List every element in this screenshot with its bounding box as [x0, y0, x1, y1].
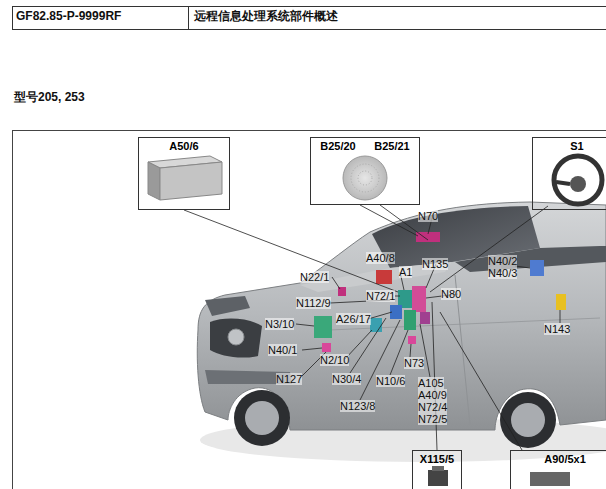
callout-box: A90/5x1: [510, 450, 606, 489]
part-callout: A40/8: [366, 252, 395, 264]
part-callout: N22/1: [300, 271, 329, 283]
part-callout: N123/8: [340, 400, 375, 412]
part-callout: N80: [441, 288, 461, 300]
box-title: A90/5x1: [544, 453, 586, 466]
box-header: S1: [533, 138, 606, 153]
part-callout: N135: [422, 258, 448, 270]
box-title: B25/20: [320, 140, 355, 153]
antenna-icon: [530, 472, 570, 486]
part-callout: N40/1: [268, 344, 297, 356]
car-illustration: [197, 202, 606, 462]
part-callout: N2/10: [320, 354, 349, 366]
part-callout: N72/1: [366, 290, 395, 302]
connector-icon: [428, 466, 448, 486]
box-title: A50/6: [169, 140, 198, 153]
control-unit-icon: [148, 156, 222, 200]
part-callout: N72/5: [418, 413, 447, 425]
part-callout: N73: [404, 357, 424, 369]
part-callout: A1: [399, 266, 412, 278]
leader-lines: [184, 205, 560, 450]
box-header: A50/6: [139, 138, 229, 153]
part-callout: N112/9: [296, 297, 331, 309]
steering-wheel-icon: [554, 156, 602, 204]
part-callout: N143: [544, 323, 570, 335]
part-callout: N10/6: [376, 375, 405, 387]
part-callout: A105: [418, 377, 444, 389]
box-header: X115/5: [413, 451, 461, 466]
part-callout: N72/4: [418, 401, 447, 413]
callout-box: S1: [532, 137, 606, 210]
speaker-icon: [343, 156, 387, 200]
box-title: X115/5: [420, 453, 454, 466]
component-markers: [314, 232, 566, 352]
box-title: S1: [570, 140, 583, 153]
callout-box: A50/6: [138, 137, 230, 210]
document-code: GF82.85-P-9999RF: [16, 10, 121, 22]
part-callout: N3/10: [265, 318, 294, 330]
part-callout: A40/9: [418, 389, 447, 401]
callout-box: X115/5: [412, 450, 462, 489]
part-callout: N70: [418, 210, 438, 222]
part-callout: A26/17: [336, 313, 371, 325]
header-table: [12, 6, 606, 30]
box-title: B25/21: [374, 140, 409, 153]
page-title: 远程信息处理系统部件概述: [194, 10, 338, 22]
part-callout: N40/3: [488, 267, 517, 279]
part-callout: N40/2: [488, 255, 517, 267]
box-header: A90/5x1: [511, 451, 606, 466]
model-note: 型号205, 253: [14, 91, 85, 103]
callout-box: B25/20 B25/21: [310, 137, 420, 205]
part-callout: N30/4: [332, 373, 361, 385]
part-callout: N127: [276, 373, 302, 385]
box-header: B25/20 B25/21: [311, 138, 419, 153]
